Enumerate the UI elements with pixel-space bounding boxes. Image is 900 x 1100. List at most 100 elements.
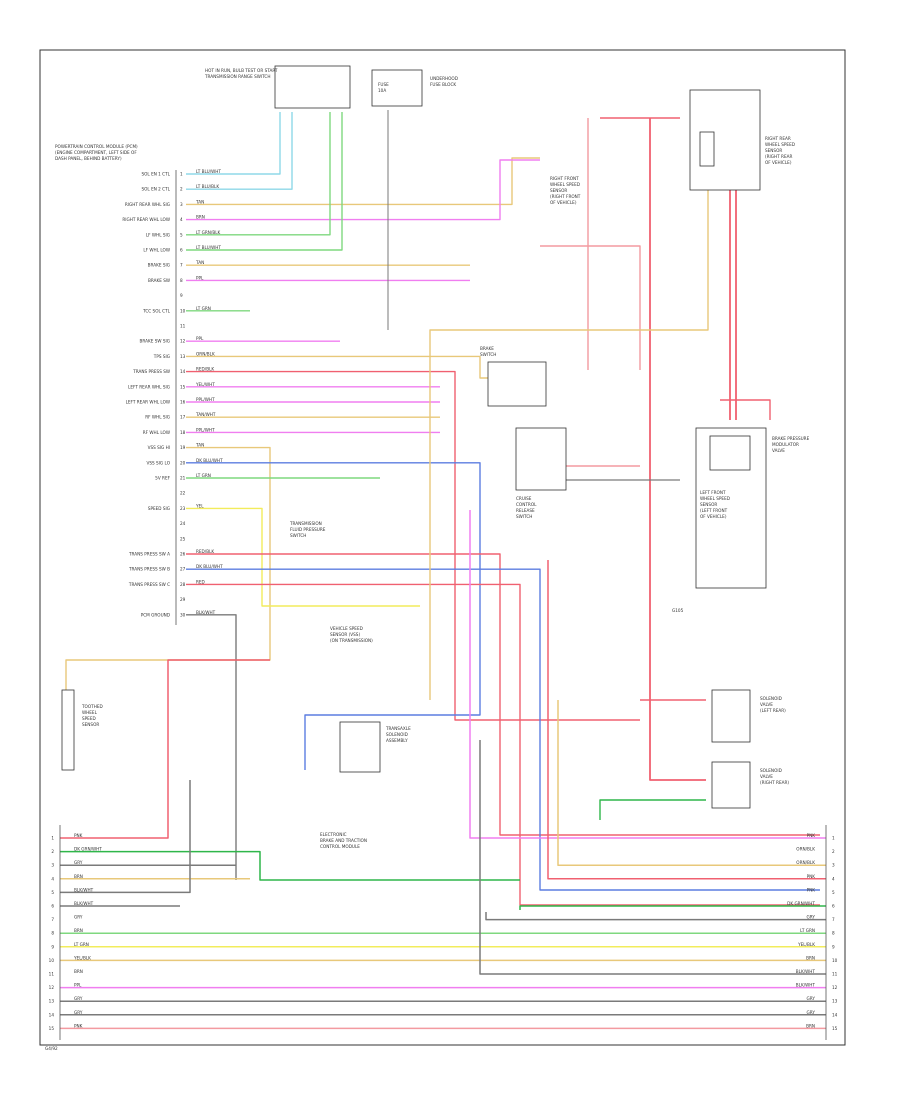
right-feed-wire bbox=[649, 118, 706, 781]
pcm-pin-number: 2 bbox=[180, 187, 183, 192]
svg-text:CONTROL: CONTROL bbox=[516, 502, 537, 507]
pcm-pin-number: 18 bbox=[180, 430, 186, 435]
pcm-pin-label: RF WHL SIG bbox=[145, 415, 170, 420]
right-rear-speed-sensor: RIGHT REAR WHEEL SPEED SENSOR (RIGHT REA… bbox=[689, 89, 795, 191]
bottom-wire-right-color: GRY bbox=[807, 915, 816, 920]
pcm-pin-number: 12 bbox=[180, 339, 186, 344]
pcm-pin-number: 17 bbox=[180, 415, 186, 420]
pcm-pin-number: 15 bbox=[180, 384, 186, 389]
pcm-pin-number: 3 bbox=[180, 202, 183, 207]
pcm-pin-number: 9 bbox=[180, 293, 183, 298]
bottom-wire-left-color: LT GRN bbox=[74, 942, 89, 947]
svg-text:OF VEHICLE): OF VEHICLE) bbox=[550, 200, 577, 205]
svg-text:SOLENOID: SOLENOID bbox=[386, 732, 408, 737]
bottom-pin-left-number: 5 bbox=[51, 890, 54, 895]
svg-text:VALVE: VALVE bbox=[772, 448, 785, 453]
right-feed-wire bbox=[720, 399, 771, 420]
pcm-pin-number: 29 bbox=[180, 597, 186, 602]
svg-text:(LEFT REAR): (LEFT REAR) bbox=[760, 708, 786, 713]
pcm-pin-number: 7 bbox=[180, 263, 183, 268]
pcm-wire bbox=[186, 355, 490, 379]
pcm-pin-label: LEFT REAR WHL SIG bbox=[128, 384, 170, 389]
transaxle-solenoid-assembly: TRANSAXLE SOLENOID ASSEMBLY bbox=[385, 726, 411, 743]
harness-wire bbox=[60, 850, 520, 881]
bottom-wire-right-color: GRY bbox=[807, 996, 816, 1001]
svg-text:OF VEHICLE): OF VEHICLE) bbox=[700, 514, 727, 519]
harness-wire bbox=[547, 560, 826, 880]
pcm-pin-label: TRANS PRESS SW B bbox=[128, 567, 170, 572]
harness-wire bbox=[60, 780, 191, 894]
pcm-pin-label: BRAKE SW SIG bbox=[140, 339, 170, 344]
svg-text:SWITCH: SWITCH bbox=[290, 533, 306, 538]
pcm-pin-label: 5V REF bbox=[155, 476, 170, 481]
pcm-pin-number: 10 bbox=[180, 308, 186, 313]
pcm-wire-color: ORN/BLK bbox=[196, 351, 215, 356]
pcm-wire-color: YEL bbox=[195, 503, 204, 508]
pcm-pin-number: 8 bbox=[180, 278, 183, 283]
bottom-pin-left-number: 4 bbox=[51, 876, 54, 881]
bottom-pin-left-number: 1 bbox=[51, 836, 54, 841]
pcm-pin-label: SOL EN 2 CTL bbox=[141, 187, 170, 192]
svg-text:WHEEL: WHEEL bbox=[82, 710, 98, 715]
pcm-pin-number: 30 bbox=[180, 612, 186, 617]
pcm-pin-label: TRANS PRESS SW A bbox=[128, 552, 170, 557]
fuse-block-label-1: UNDERHOOD bbox=[430, 76, 458, 81]
svg-text:SOLENOID: SOLENOID bbox=[760, 696, 782, 701]
pcm-wire-color: PPL/WHT bbox=[196, 427, 215, 432]
left-rear-solenoid-valve: SOLENOID VALVE (LEFT REAR) bbox=[711, 689, 786, 743]
pcm-wire bbox=[186, 112, 331, 236]
bottom-wire-right-color: PNK bbox=[807, 874, 816, 879]
svg-text:TOOTHED: TOOTHED bbox=[81, 704, 103, 709]
pcm-wire-color: DK BLU/WHT bbox=[196, 458, 223, 463]
bottom-pin-left-number: 11 bbox=[49, 972, 55, 977]
svg-text:G105: G105 bbox=[672, 608, 684, 613]
bottom-wire-right-color: BRN bbox=[806, 955, 815, 960]
pcm-wire-color: PPL bbox=[196, 336, 204, 341]
bottom-pin-right-number: 10 bbox=[832, 958, 838, 963]
pcm-wire bbox=[186, 614, 237, 880]
pcm-wire-color: YEL/WHT bbox=[195, 382, 215, 387]
pcm-title-3: DASH PANEL, BEHIND BATTERY) bbox=[55, 156, 122, 161]
bottom-pin-left-number: 6 bbox=[51, 904, 54, 909]
pcm-wire bbox=[186, 462, 481, 770]
bottom-pin-right-number: 2 bbox=[832, 849, 835, 854]
bottom-wire-left-color: DK GRN/WHT bbox=[74, 847, 102, 852]
pcm-pin-label: LF WHL SIG bbox=[146, 232, 170, 237]
pcm-wire-color: TAN bbox=[195, 260, 204, 265]
pcm-pin-number: 4 bbox=[180, 217, 183, 222]
pcm-pin-label: TRANS PRESS SW C bbox=[128, 582, 170, 587]
pcm-pin-label: RIGHT REAR WHL SIG bbox=[125, 202, 170, 207]
bottom-pin-left-number: 9 bbox=[51, 944, 54, 949]
bottom-pin-right-number: 8 bbox=[832, 931, 835, 936]
bottom-pin-right-number: 15 bbox=[832, 1026, 838, 1031]
svg-text:FLUID PRESSURE: FLUID PRESSURE bbox=[290, 527, 326, 532]
harness-wire bbox=[469, 510, 826, 839]
svg-text:RIGHT FRONT: RIGHT FRONT bbox=[550, 176, 579, 181]
svg-text:SENSOR (VSS): SENSOR (VSS) bbox=[330, 632, 360, 637]
pcm-wire bbox=[186, 112, 343, 251]
pcm-pin-number: 24 bbox=[180, 521, 186, 526]
pcm-pin-label: TPS SIG bbox=[153, 354, 170, 359]
pcm-pin-number: 14 bbox=[180, 369, 186, 374]
svg-text:WHEEL SPEED: WHEEL SPEED bbox=[700, 496, 730, 501]
fuse-rating: 10A bbox=[378, 88, 386, 93]
right-rear-solenoid-valve: SOLENOID VALVE (RIGHT REAR) bbox=[711, 761, 789, 809]
fuse-block-label-2: FUSE BLOCK bbox=[430, 82, 456, 87]
pcm-pin-number: 20 bbox=[180, 460, 186, 465]
pcm-wire bbox=[186, 112, 293, 190]
top-connector-label-1: HOT IN RUN, BULB TEST OR START bbox=[205, 68, 278, 73]
svg-text:SPEED: SPEED bbox=[82, 716, 96, 721]
pcm-pin-number: 28 bbox=[180, 582, 186, 587]
svg-text:RIGHT REAR: RIGHT REAR bbox=[765, 136, 791, 141]
pcm-wire-color: PPL/WHT bbox=[196, 397, 215, 402]
bottom-pin-left-number: 10 bbox=[49, 958, 55, 963]
pcm-wire-color: DK BLU/WHT bbox=[196, 564, 223, 569]
pcm-wire-color: LT BLU/BLK bbox=[196, 184, 219, 189]
ground-g105: G105 bbox=[672, 608, 684, 613]
bottom-wire-right-color: ORN/BLK bbox=[796, 847, 815, 852]
pcm-wire-color: TAN bbox=[195, 443, 204, 448]
pcm-pin-label: SPEED SIG bbox=[148, 506, 170, 511]
svg-text:BRAKE AND TRACTION: BRAKE AND TRACTION bbox=[320, 838, 367, 843]
bottom-wire-left-color: PNK bbox=[74, 833, 83, 838]
